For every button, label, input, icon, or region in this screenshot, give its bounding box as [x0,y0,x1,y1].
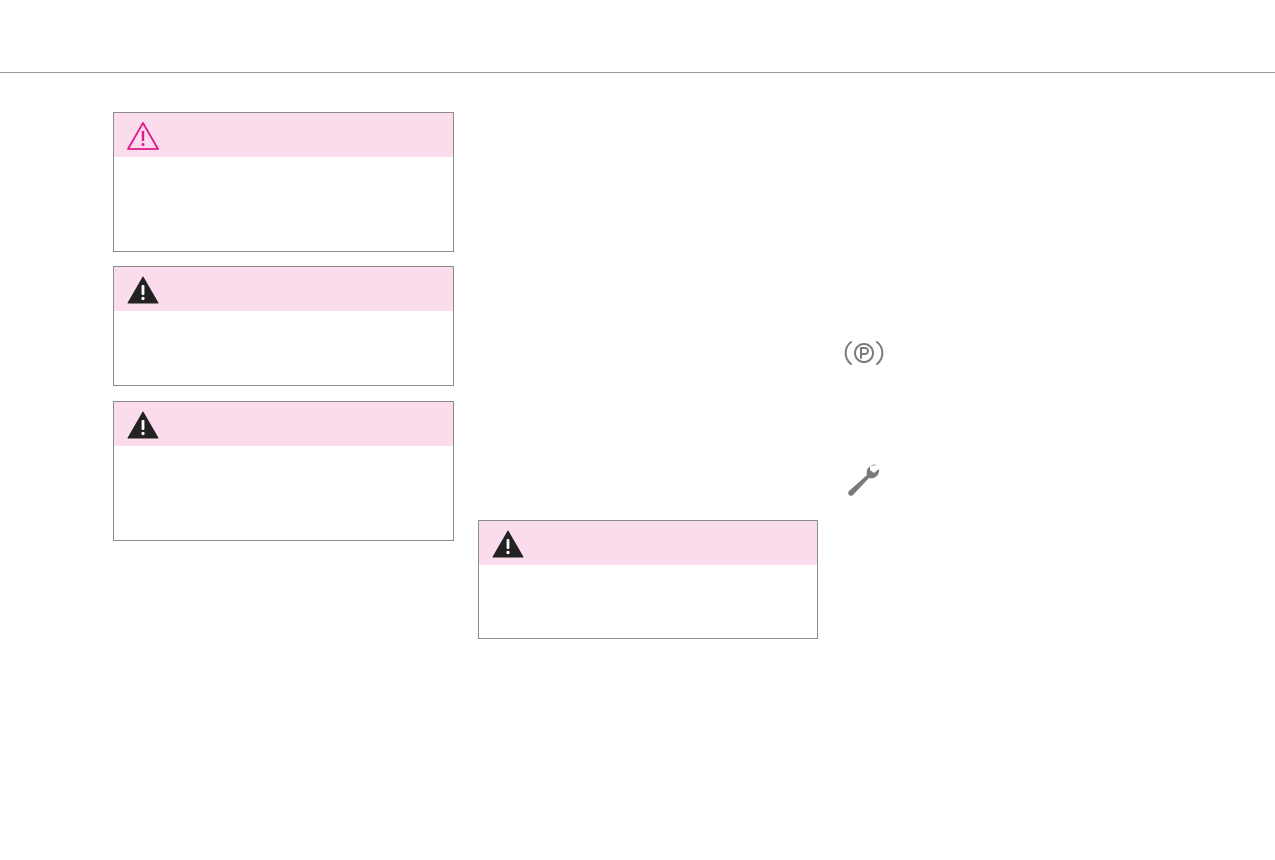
caution-notice-box [113,112,454,252]
wrench-icon [848,464,880,496]
notice-header [479,521,817,565]
notice-header [114,267,453,311]
notice-header [114,113,453,157]
warning-filled-icon [127,276,159,304]
warning-filled-icon [492,530,524,558]
parking-brake-icon [844,341,884,365]
warning-notice-box [113,266,454,386]
warning-notice-box [113,401,454,541]
top-divider [0,72,1275,73]
notice-header [114,402,453,446]
warning-filled-icon [127,411,159,439]
warning-outline-icon [127,122,159,150]
warning-notice-box [478,520,818,639]
